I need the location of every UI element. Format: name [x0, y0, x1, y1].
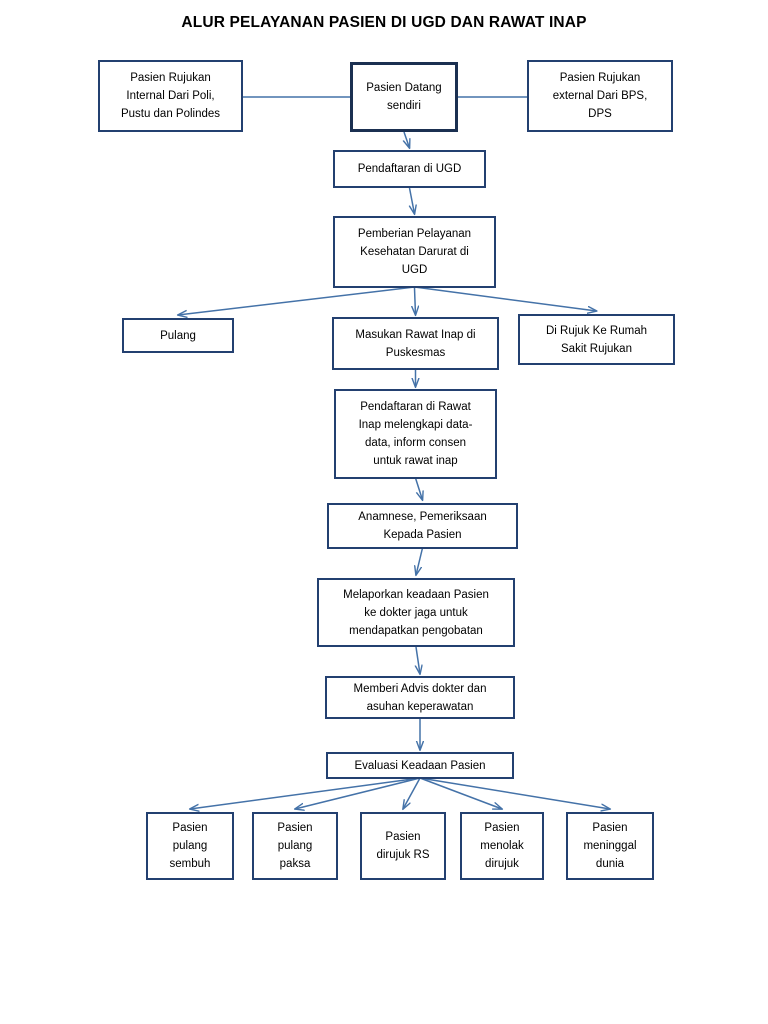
flow-node-n13[interactable]: Evaluasi Keadaan Pasien	[326, 752, 514, 779]
flow-node-label: Evaluasi Keadaan Pasien	[354, 759, 486, 772]
flow-node-n7[interactable]: Masukan Rawat Inap di Puskesmas	[332, 317, 499, 370]
page-title: ALUR PELAYANAN PASIEN DI UGD DAN RAWAT I…	[181, 14, 587, 31]
connector-e15	[403, 777, 421, 809]
connector-e7	[414, 286, 597, 311]
flow-node-label: Pasien pulang sembuh	[169, 822, 211, 870]
flow-node-label: Pendaftaran di Rawat Inap melengkapi dat…	[358, 401, 473, 467]
flow-node-label: Di Rujuk Ke Rumah Sakit Rujukan	[546, 324, 647, 355]
connector-e16	[419, 777, 502, 809]
flow-node-label: Pemberian Pelayanan Kesehatan Darurat di…	[357, 228, 472, 276]
flow-node-n18[interactable]: Pasien meninggal dunia	[566, 812, 654, 880]
connector-e13	[190, 777, 421, 809]
flow-node-label: Pendaftaran di UGD	[357, 163, 462, 175]
connector-e9	[414, 477, 423, 500]
flow-node-label: Melaporkan keadaan Pasien ke dokter jaga…	[343, 588, 489, 637]
flow-node-n6[interactable]: Pulang	[122, 318, 234, 353]
flow-node-n3[interactable]: Pasien Rujukan external Dari BPS, DPS	[527, 60, 673, 132]
flow-node-n2[interactable]: Pasien Datang sendiri	[350, 62, 458, 132]
flow-node-n4[interactable]: Pendaftaran di UGD	[333, 150, 486, 188]
flow-node-n9[interactable]: Pendaftaran di Rawat Inap melengkapi dat…	[334, 389, 497, 479]
connector-e11	[416, 646, 420, 674]
connector-e4	[408, 187, 415, 214]
flow-node-label: Memberi Advis dokter dan asuhan keperawa…	[353, 682, 487, 713]
connector-e17	[419, 777, 610, 809]
connector-e10	[416, 547, 424, 575]
flow-node-label: Pasien Rujukan Internal Dari Poli, Pustu…	[120, 72, 221, 120]
connector-e3	[404, 131, 410, 148]
connector-e5	[178, 286, 415, 315]
flow-node-label: Masukan Rawat Inap di Puskesmas	[355, 328, 476, 359]
flow-node-n1[interactable]: Pasien Rujukan Internal Dari Poli, Pustu…	[98, 60, 243, 132]
flow-node-n12[interactable]: Memberi Advis dokter dan asuhan keperawa…	[325, 676, 515, 719]
flow-node-label: Pasien dirujuk RS	[376, 831, 430, 861]
flow-node-n11[interactable]: Melaporkan keadaan Pasien ke dokter jaga…	[317, 578, 515, 647]
connector-e6	[415, 287, 416, 315]
flow-node-n14[interactable]: Pasien pulang sembuh	[146, 812, 234, 880]
flow-node-label: Pasien meninggal dunia	[583, 822, 637, 870]
flow-node-label: Anamnese, Pemeriksaan Kepada Pasien	[358, 511, 487, 541]
flow-node-label: Pulang	[160, 329, 196, 342]
flow-node-n17[interactable]: Pasien menolak dirujuk	[460, 812, 544, 880]
flow-node-n15[interactable]: Pasien pulang paksa	[252, 812, 338, 880]
flow-node-label: Pasien pulang paksa	[277, 822, 313, 870]
flow-node-n16[interactable]: Pasien dirujuk RS	[360, 812, 446, 880]
flow-node-label: Pasien menolak dirujuk	[480, 822, 524, 870]
flow-node-label: Pasien Datang sendiri	[366, 82, 442, 112]
flow-node-n10[interactable]: Anamnese, Pemeriksaan Kepada Pasien	[327, 503, 518, 549]
flow-node-n8[interactable]: Di Rujuk Ke Rumah Sakit Rujukan	[518, 314, 675, 365]
flow-node-label: Pasien Rujukan external Dari BPS, DPS	[552, 72, 648, 120]
connector-e14	[295, 777, 421, 809]
flow-node-n5[interactable]: Pemberian Pelayanan Kesehatan Darurat di…	[333, 216, 496, 288]
